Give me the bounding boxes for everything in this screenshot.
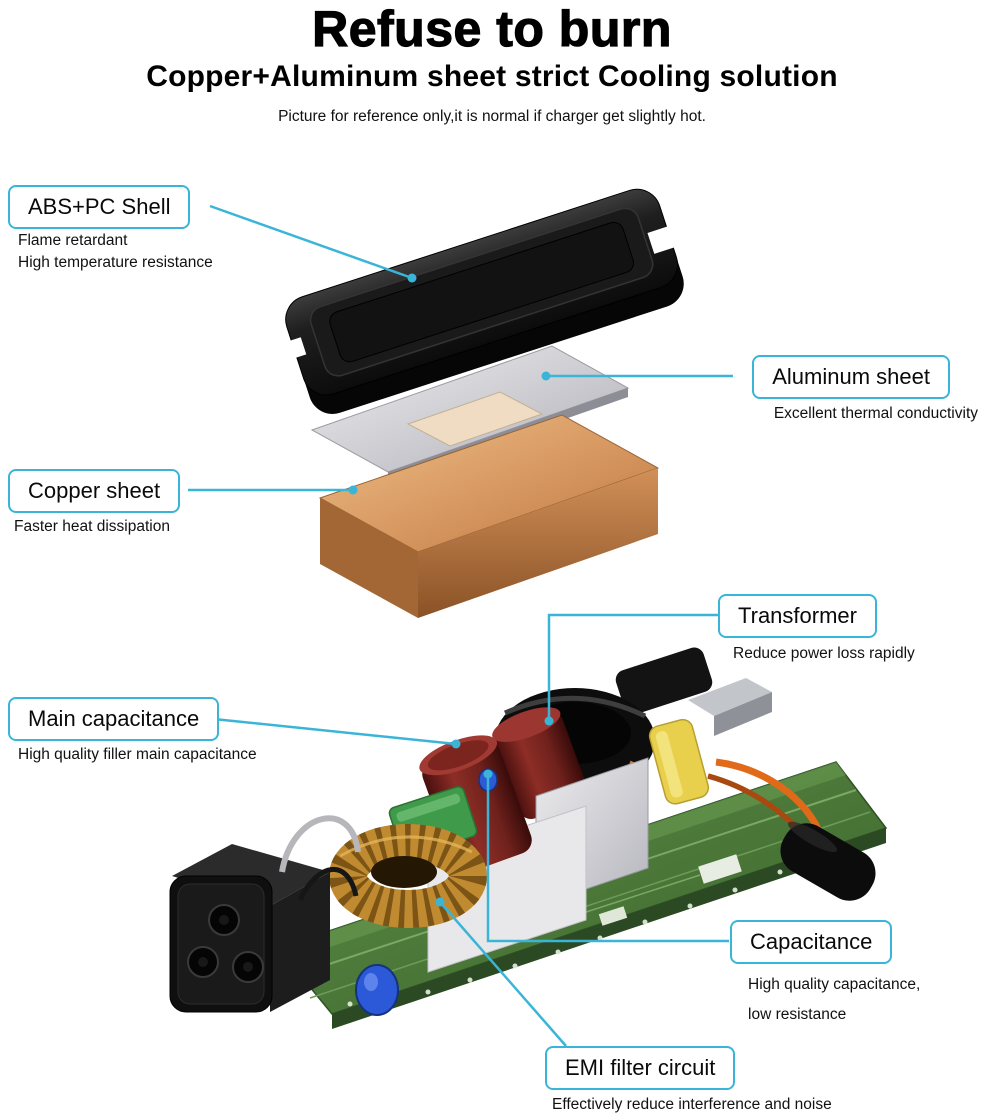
leader-dots xyxy=(348,273,554,907)
desc-line: Reduce power loss rapidly xyxy=(733,645,915,662)
output-cable-part xyxy=(780,821,876,901)
page-subtitle: Copper+Aluminum sheet strict Cooling sol… xyxy=(146,60,838,93)
desc-line: low resistance xyxy=(748,1006,847,1023)
desc-line: High temperature resistance xyxy=(18,254,213,271)
page-note: Picture for reference only,it is normal … xyxy=(278,108,706,125)
callout-emi-filter-desc: Effectively reduce interference and nois… xyxy=(552,1094,832,1116)
callout-capacitance-desc: High quality capacitance, low resistance xyxy=(748,970,920,1030)
callout-capacitance-label: Capacitance xyxy=(730,920,893,964)
callout-aluminum-sheet-label: Aluminum sheet xyxy=(752,355,950,399)
ac-inlet-socket-part xyxy=(169,815,361,1013)
solder-joints xyxy=(347,869,783,1007)
callout-abs-shell-desc: Flame retardant High temperature resista… xyxy=(18,230,213,274)
desc-line: Excellent thermal conductivity xyxy=(773,405,978,422)
callout-transformer-desc: Reduce power loss rapidly xyxy=(733,643,915,665)
callout-aluminum-sheet-desc: Excellent thermal conductivity xyxy=(774,403,978,425)
abs-pc-shell-part xyxy=(279,188,684,414)
blue-capacitor-part xyxy=(355,768,498,1016)
desc-line: High quality filler main capacitance xyxy=(18,746,257,763)
callout-transformer-label: Transformer xyxy=(718,594,877,638)
page-title: Refuse to burn xyxy=(311,0,672,57)
copper-sheet-part xyxy=(318,414,660,618)
desc-line: Effectively reduce interference and nois… xyxy=(552,1096,832,1113)
leader-lines xyxy=(188,204,733,1047)
callout-copper-sheet-desc: Faster heat dissipation xyxy=(14,516,170,538)
callout-abs-shell-label: ABS+PC Shell xyxy=(8,185,191,229)
rear-bracket xyxy=(615,647,772,736)
yellow-capacitor-part xyxy=(648,718,710,805)
desc-line: High quality capacitance, xyxy=(748,976,921,993)
callout-main-capacitance-desc: High quality filler main capacitance xyxy=(18,744,257,766)
desc-line: Faster heat dissipation xyxy=(14,518,170,535)
callout-emi-filter-label: EMI filter circuit xyxy=(545,1046,736,1090)
desc-line: Flame retardant xyxy=(18,232,128,249)
callout-main-capacitance-label: Main capacitance xyxy=(8,697,220,741)
callout-copper-sheet-label: Copper sheet xyxy=(8,469,181,513)
